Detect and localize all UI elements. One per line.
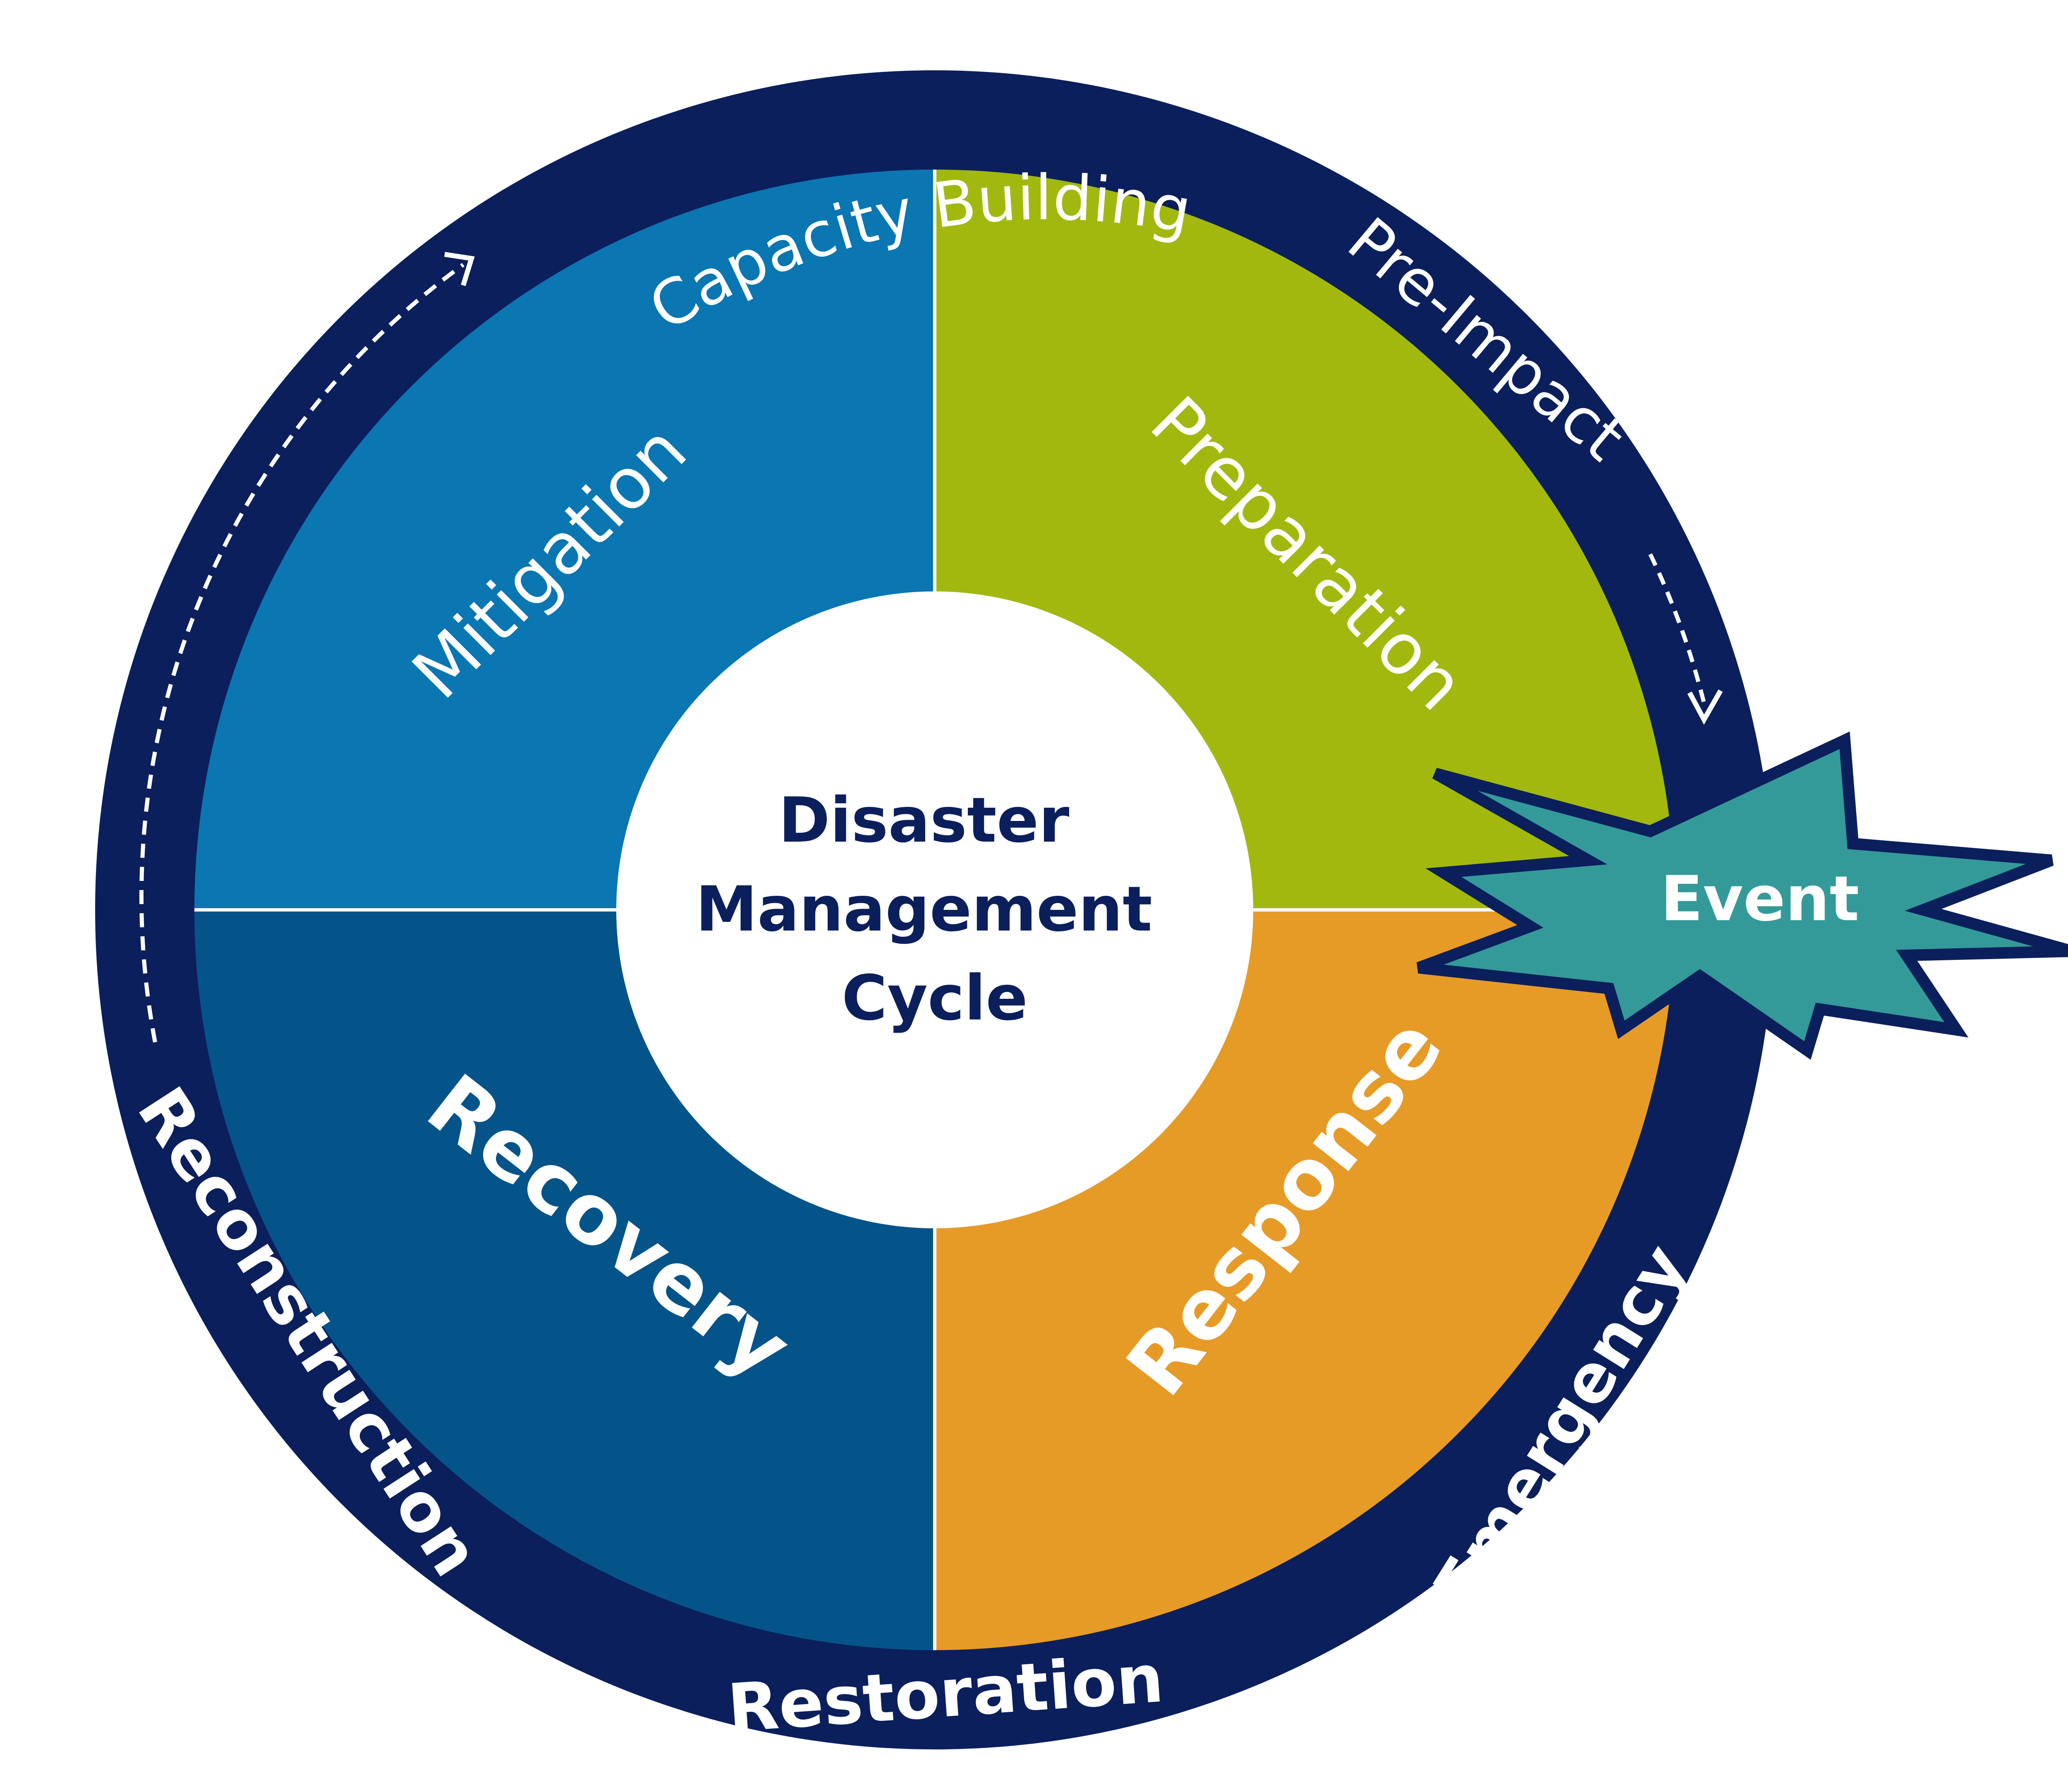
center-line-3: Cycle — [842, 962, 1028, 1034]
event-label: Event — [1661, 863, 1859, 935]
dashed-arrow-left — [139, 263, 464, 1043]
event-starburst — [1417, 731, 2068, 1060]
arrow-head-left — [444, 252, 475, 286]
center-line-2: Management — [696, 873, 1152, 945]
center-line-1: Disaster — [778, 785, 1069, 857]
svg-text:Disaster Management Cy: Disaster Management Cycle — [696, 785, 1174, 1034]
center-circle — [616, 591, 1253, 1228]
arrow-head-right — [1687, 689, 1723, 725]
